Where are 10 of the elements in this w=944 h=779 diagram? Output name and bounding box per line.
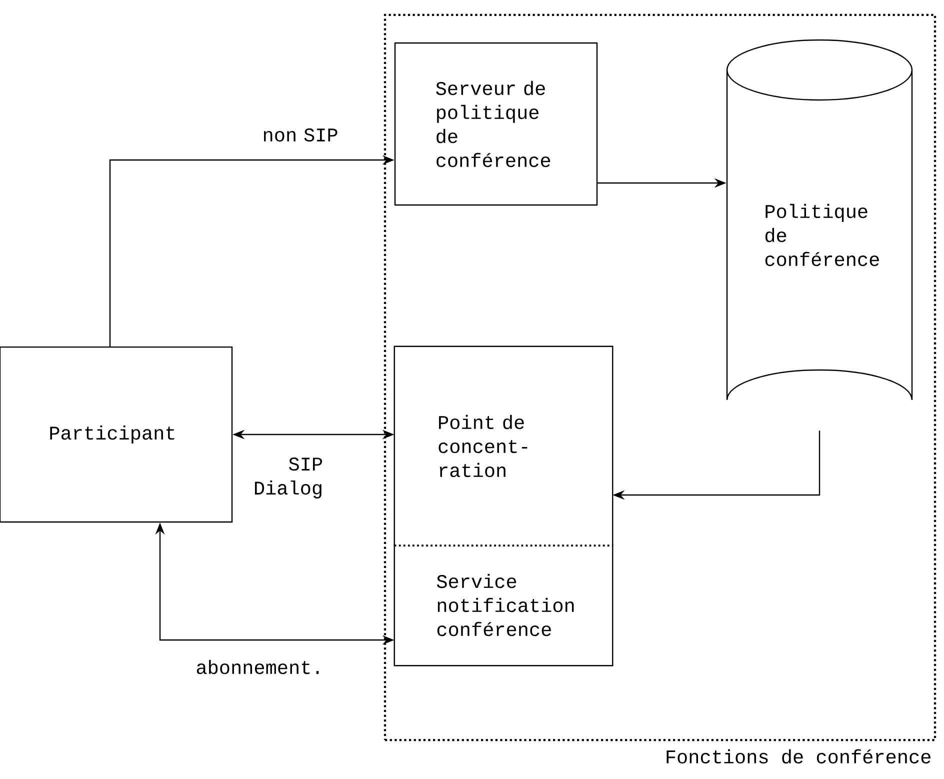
process-box: Participant <box>0 346 233 523</box>
database-cylinder: Politique de conférence <box>726 39 913 401</box>
node-label: Fonctions de conférence <box>666 749 930 764</box>
edge-label: SIP Dialog <box>255 458 322 498</box>
process-box: Point de concent-ration <box>394 346 614 547</box>
node-label: Politique de conférence <box>765 204 879 266</box>
edge-label: abonnement. <box>196 660 319 674</box>
process-box: Serveur de politique de conférence <box>394 42 598 206</box>
process-box: Service notification conférence <box>394 544 614 666</box>
edge-label: non SIP <box>264 128 338 142</box>
